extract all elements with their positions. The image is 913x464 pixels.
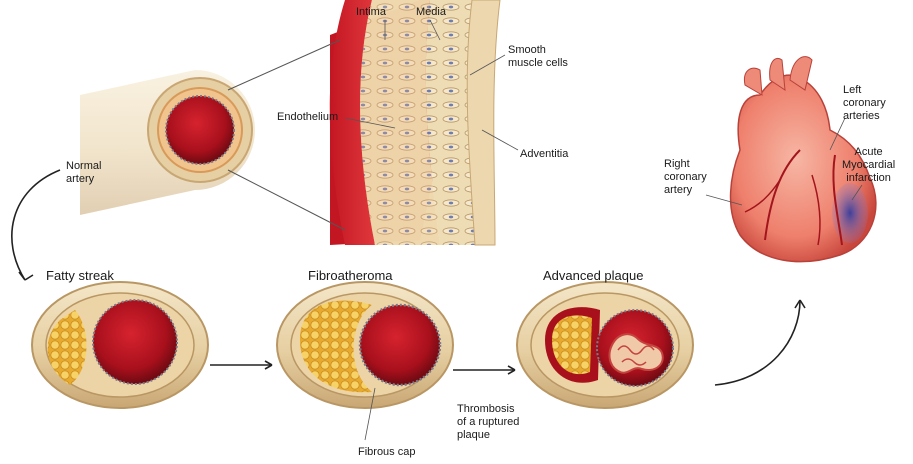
label-normal-artery: Normal artery xyxy=(66,160,101,186)
fibroatheroma-section xyxy=(277,282,453,440)
normal-artery-tube xyxy=(80,70,255,215)
label-adventitia: Adventitia xyxy=(520,148,568,161)
label-fibroatheroma: Fibroatheroma xyxy=(308,268,393,283)
label-smooth-muscle-cells: Smooth muscle cells xyxy=(508,44,568,70)
label-fibrous-cap: Fibrous cap xyxy=(358,446,415,459)
label-left-coronary-arteries: Left coronary arteries xyxy=(843,84,886,123)
advanced-plaque-section xyxy=(517,282,693,408)
label-thrombosis: Thrombosis of a ruptured plaque xyxy=(457,403,519,442)
label-fatty-streak: Fatty streak xyxy=(46,268,114,283)
label-advanced-plaque: Advanced plaque xyxy=(543,268,643,283)
label-acute-mi: Acute Myocardial infarction xyxy=(842,146,895,185)
label-media: Media xyxy=(416,6,446,19)
fatty-streak-section xyxy=(32,282,208,408)
artery-wall-detail xyxy=(228,0,518,245)
label-endothelium: Endothelium xyxy=(277,111,338,124)
label-right-coronary-artery: Right coronary artery xyxy=(664,158,707,197)
label-intima: Intima xyxy=(356,6,386,19)
